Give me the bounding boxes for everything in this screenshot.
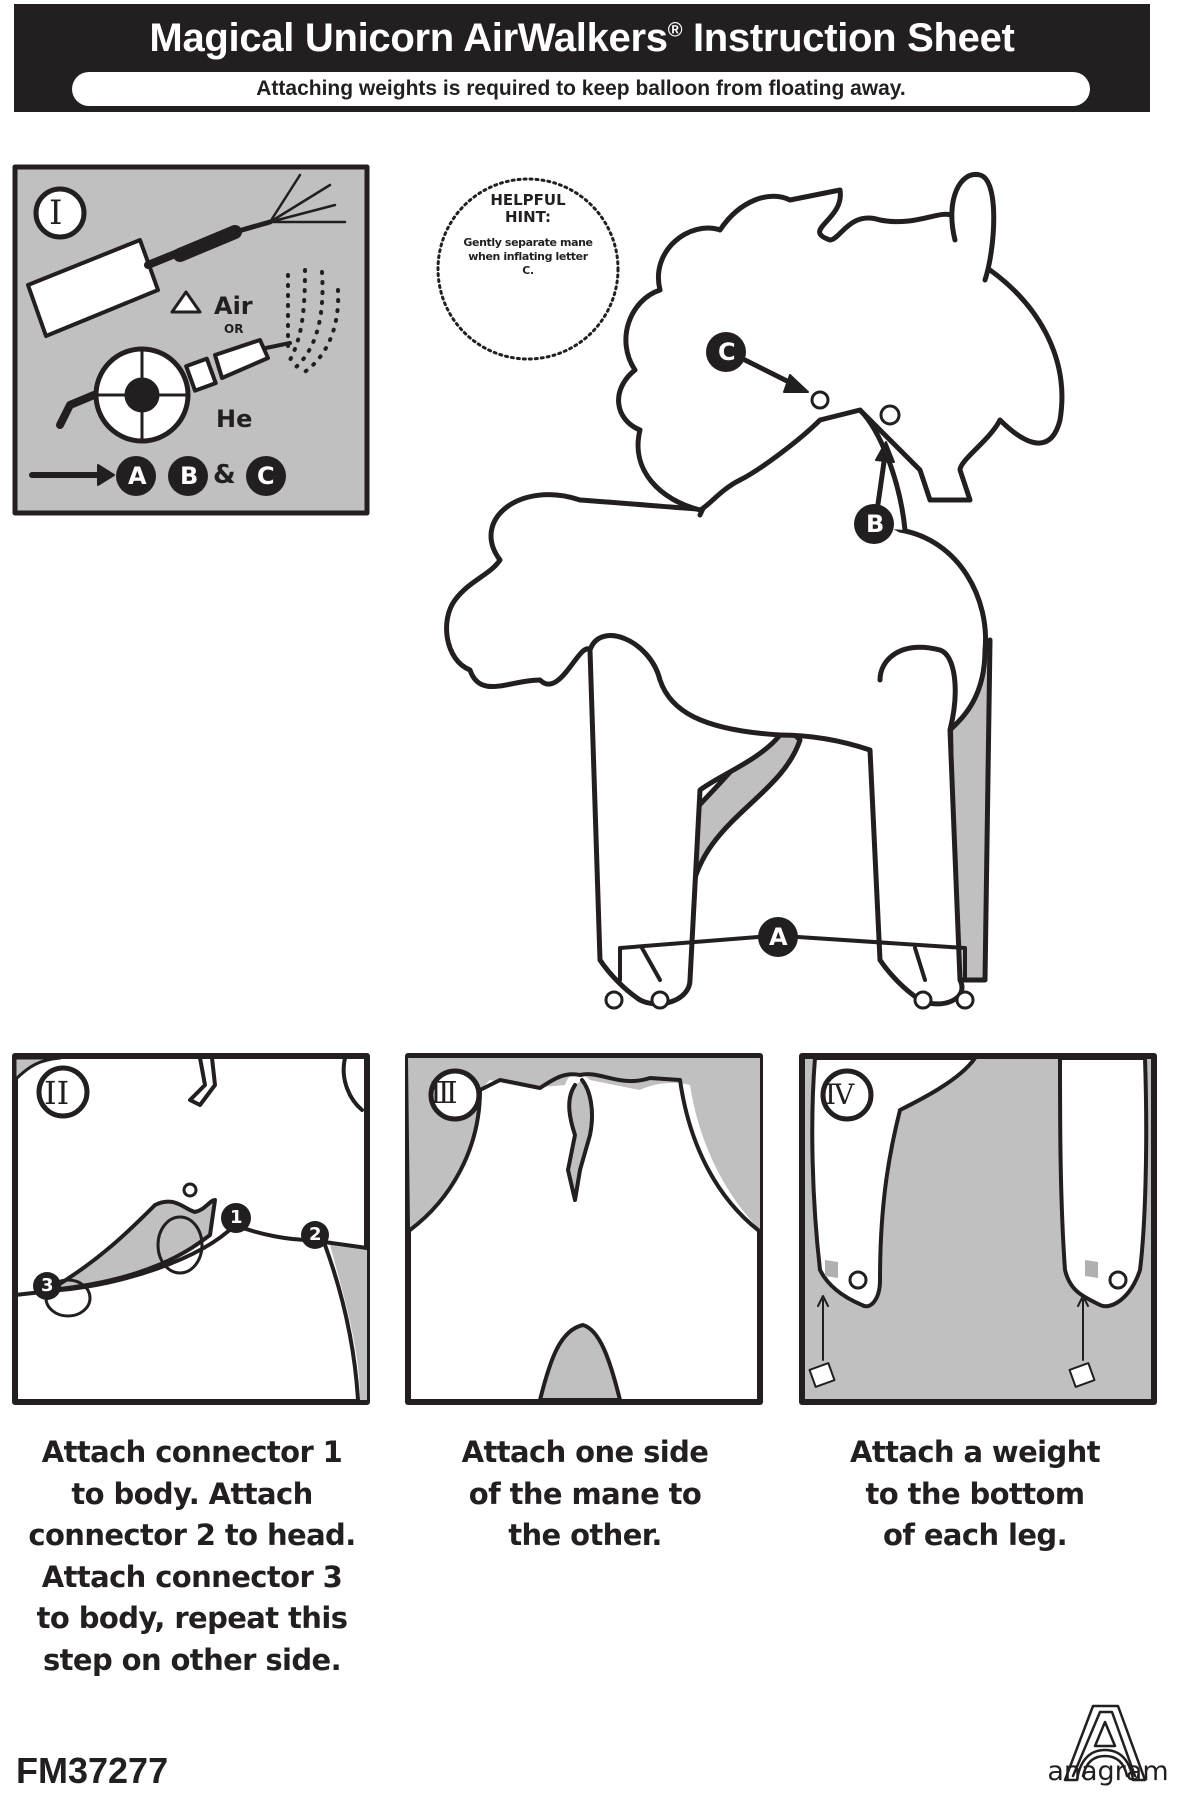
air-label: Air [214,292,253,320]
diagram-label-c: C [718,338,736,366]
step2-numeral-badge [36,1065,90,1119]
label-b-badge [854,504,894,544]
step4-numeral: IV [825,1078,854,1111]
step1-panel [12,164,370,516]
step2-panel [12,1053,370,1405]
helpful-hint-badge [436,177,620,361]
connector-1-label: 1 [230,1207,243,1228]
step3-numeral-badge [428,1068,482,1122]
label-c-badge [706,332,746,372]
anagram-logo-icon [1063,1704,1147,1782]
valve-b-badge [168,456,208,496]
ampersand: & [213,460,236,490]
step4-panel [799,1053,1157,1405]
step3-caption: Attach one side of the mane to the other… [461,1435,709,1552]
hint-text: Gently separate mane when inflating lett… [463,236,593,277]
step4-caption: Attach a weight to the bottom of each le… [849,1435,1101,1552]
label-a-badge [758,917,798,957]
step3-panel [405,1053,763,1405]
helium-tank-icon [56,338,292,444]
step4-numeral-badge [820,1068,874,1122]
page-title: Magical Unicorn AirWalkers® Instruction … [149,16,1015,60]
brand-logo-text: anagram [1047,1756,1169,1787]
connector-2-badge [301,1221,329,1249]
valve-b-label: B [180,462,199,490]
label-arrows [618,332,967,982]
connector-3-label: 3 [41,1275,54,1296]
step2-caption: Attach connector 1 to body. Attach conne… [28,1435,356,1677]
valve-c-badge [246,456,286,496]
hand-pump-icon [26,173,347,338]
helium-label: He [216,405,253,433]
or-label: OR [224,322,244,336]
valve-a-label: A [128,462,147,490]
product-code: FM37277 [16,1750,169,1791]
diagram-label-a: A [769,923,788,951]
weight-icon [808,1362,836,1388]
air-stream-dots [286,268,341,377]
step1-numeral-badge [33,186,87,240]
diagram-label-b: B [866,510,885,538]
step3-numeral: III [430,1076,457,1111]
hint-heading: HELPFUL HINT: [490,191,566,226]
valve-a-badge [116,456,156,496]
connector-1-badge [221,1203,251,1233]
valve-c-label: C [257,462,275,490]
connector-2-label: 2 [309,1224,322,1245]
helpful-hint: HELPFUL HINT: Gently separate mane when … [436,188,620,278]
registered-mark: ® [667,19,683,42]
weight-icon [1068,1362,1096,1388]
connector-3-badge [33,1272,61,1300]
unicorn-balloon-drawing [444,172,1065,1010]
step2-numeral: II [44,1074,70,1112]
header-banner: Magical Unicorn AirWalkers® Instruction … [14,4,1150,112]
weight-warning: Attaching weights is required to keep ba… [72,72,1090,106]
step1-numeral: I [49,193,63,233]
